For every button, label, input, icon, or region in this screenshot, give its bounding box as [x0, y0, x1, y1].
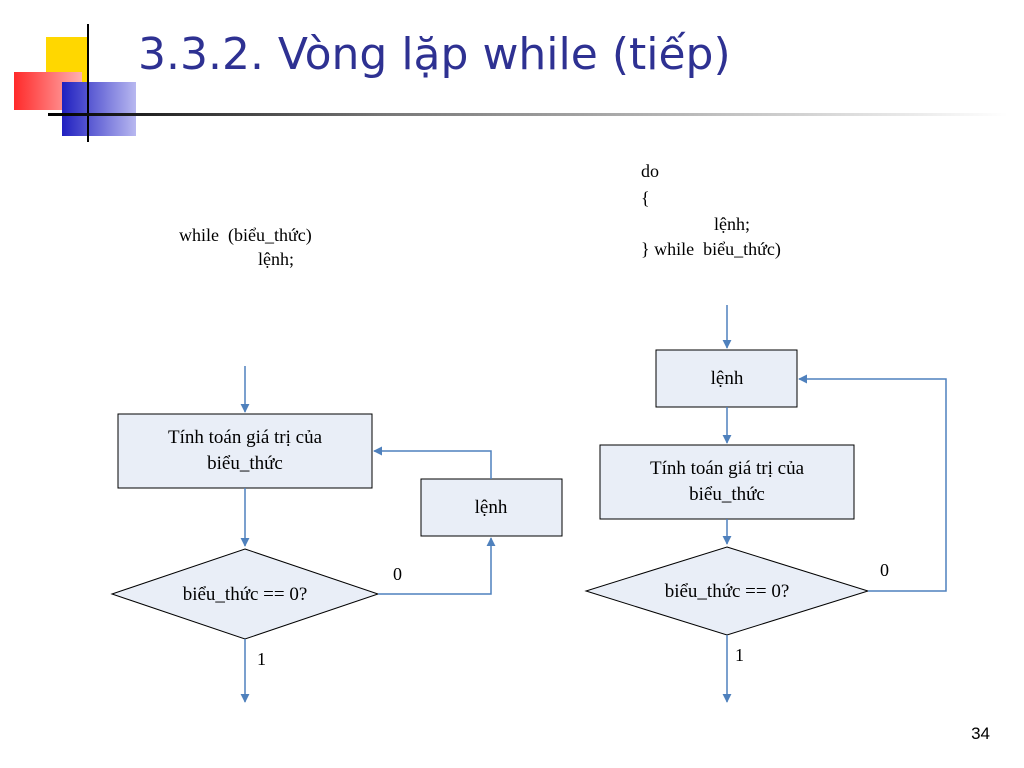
while-loop-back-arrow — [373, 446, 492, 479]
while-statement-box — [420, 478, 563, 537]
do-while-compute-text-2: biểu_thức — [689, 484, 765, 505]
while-false-label: 0 — [393, 564, 402, 584]
do-while-syntax-line-1: do — [641, 161, 659, 181]
page-number: 34 — [971, 724, 990, 743]
while-syntax-line-1: while (biểu_thức) — [179, 225, 312, 245]
title-decoration — [0, 0, 140, 150]
do-while-true-label: 1 — [735, 645, 744, 665]
deco-blue-square — [62, 82, 136, 136]
while-flowchart: Tính toán giá trị của biểu_thức biểu_thứ… — [110, 366, 563, 703]
do-while-syntax-line-2: { — [641, 188, 650, 208]
do-while-syntax-line-3: lệnh; — [714, 214, 750, 234]
while-compute-text-1: Tính toán giá trị của — [168, 427, 323, 448]
do-while-statement-box — [655, 349, 798, 408]
do-while-compute-text-1: Tính toán giá trị của — [650, 458, 805, 479]
do-while-loop-back-arrow — [798, 374, 947, 592]
do-while-syntax-line-4: } while biểu_thức) — [641, 239, 781, 259]
while-compute-text-2: biểu_thức — [207, 453, 283, 474]
do-while-statement-text: lệnh — [711, 368, 744, 389]
title-decoration-graphic — [14, 24, 136, 142]
title-underline — [48, 113, 1008, 116]
do-while-compute-box — [599, 444, 855, 520]
slide-title: 3.3.2. Vòng lặp while (tiếp) — [138, 29, 731, 80]
do-while-condition-text: biểu_thức == 0? — [665, 581, 790, 602]
while-false-branch-arrow — [378, 537, 496, 595]
while-syntax-line-2: lệnh; — [258, 249, 294, 269]
while-condition-text: biểu_thức == 0? — [183, 584, 308, 605]
while-statement-text: lệnh — [475, 497, 508, 518]
while-true-label: 1 — [257, 649, 266, 669]
while-compute-box — [117, 413, 373, 489]
do-while-flowchart: lệnh Tính toán giá trị của biểu_thức biể… — [584, 305, 947, 703]
do-while-false-label: 0 — [880, 560, 889, 580]
